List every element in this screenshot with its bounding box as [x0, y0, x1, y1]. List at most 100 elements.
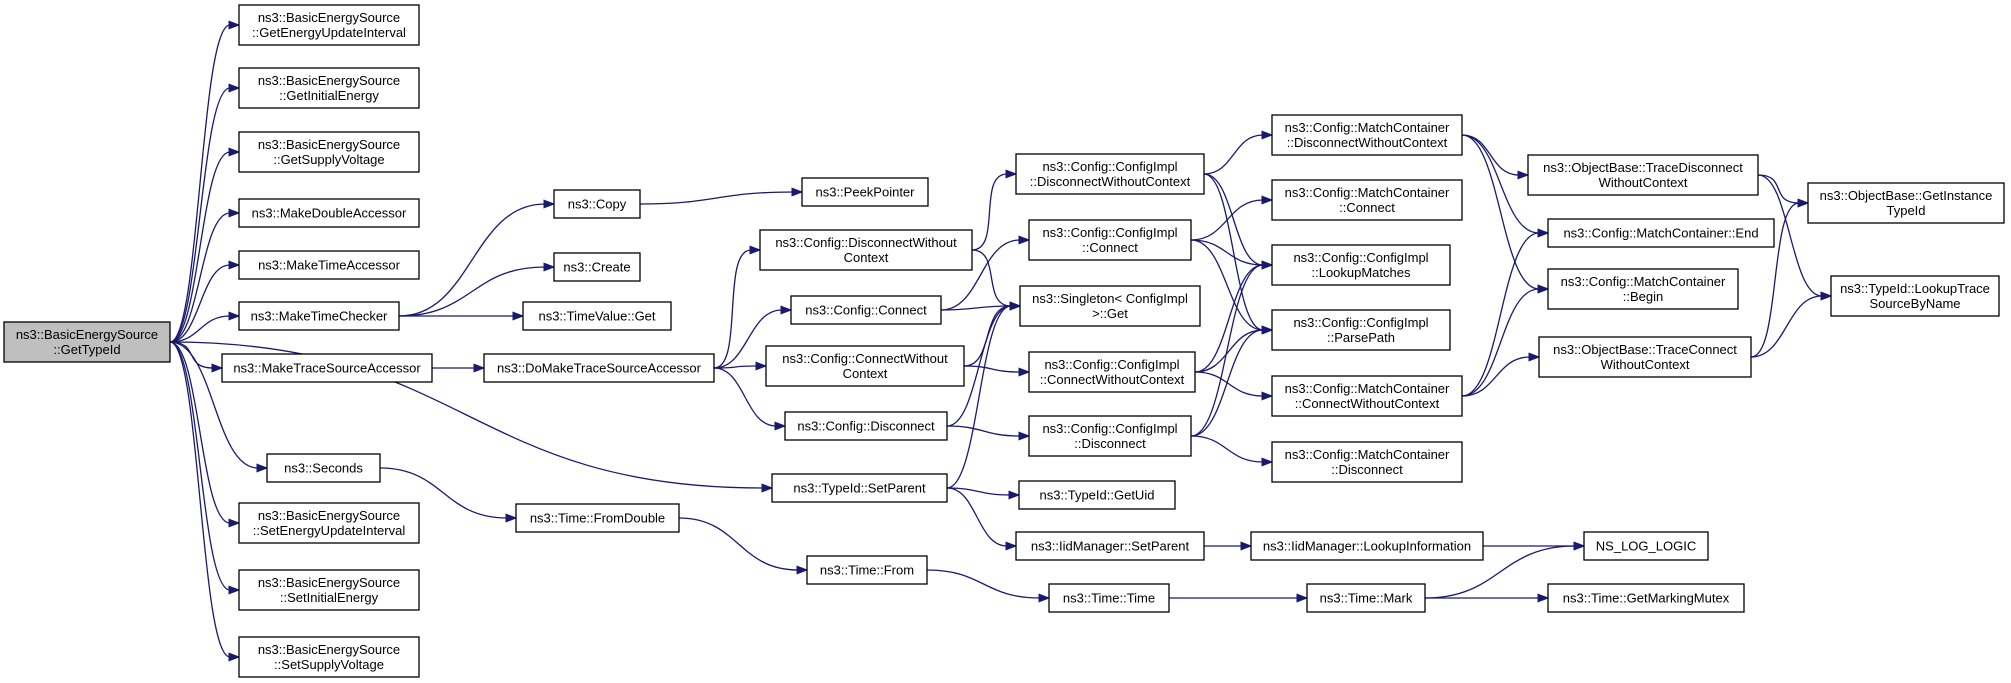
- node-time-get-marking-mutex[interactable]: ns3::Time::GetMarkingMutex: [1547, 583, 1745, 613]
- edge-ob-trace-disconnect-wc-to-type-id-lookup-trace: [1757, 174, 1823, 297]
- node-label-line: ::DisconnectWithoutContext: [1287, 135, 1448, 150]
- node-seconds[interactable]: ns3::Seconds: [266, 453, 381, 483]
- arrowhead-icon: [1537, 228, 1550, 238]
- node-time-mark[interactable]: ns3::Time::Mark: [1306, 583, 1426, 613]
- node-label-line: ns3::Seconds: [284, 461, 363, 476]
- node-label-line: ::SetEnergyUpdateInterval: [253, 523, 406, 538]
- node-time-time[interactable]: ns3::Time::Time: [1048, 583, 1170, 613]
- node-label-line: ns3::Config::ConfigImpl: [1042, 225, 1177, 240]
- node-box: [1538, 336, 1752, 378]
- node-get-energy-upd-int[interactable]: ns3::BasicEnergySource::GetEnergyUpdateI…: [238, 4, 420, 46]
- node-create[interactable]: ns3::Create: [553, 252, 641, 282]
- node-mc-connect-wc[interactable]: ns3::Config::MatchContainer::ConnectWith…: [1271, 375, 1463, 417]
- node-label-line: ::Disconnect: [1074, 436, 1146, 451]
- node-make-double-accessor[interactable]: ns3::MakeDoubleAccessor: [238, 198, 420, 228]
- arrowhead-icon: [211, 363, 224, 373]
- node-label-line: Context: [844, 250, 889, 265]
- node-label-line: ns3::Singleton< ConfigImpl: [1032, 291, 1188, 306]
- arrowhead-icon: [512, 311, 525, 321]
- node-make-trace-src-acc[interactable]: ns3::MakeTraceSourceAccessor: [221, 353, 433, 383]
- node-label-line: ::SetSupplyVoltage: [274, 657, 384, 672]
- node-box: [1271, 441, 1463, 483]
- edge-get-type-id-to-set-initial-energy: [169, 341, 231, 591]
- node-label-line: ns3::Time::Time: [1063, 591, 1155, 606]
- node-label-line: ::Disconnect: [1331, 462, 1403, 477]
- node-set-energy-upd-int[interactable]: ns3::BasicEnergySource::SetEnergyUpdateI…: [238, 502, 420, 544]
- node-box: [1830, 275, 2000, 317]
- node-ob-trace-disconnect-wc[interactable]: ns3::ObjectBase::TraceDisconnectWithoutC…: [1527, 154, 1759, 196]
- node-ob-trace-connect-wc[interactable]: ns3::ObjectBase::TraceConnectWithoutCont…: [1538, 336, 1752, 378]
- node-box: [1019, 285, 1201, 327]
- node-label-line: ns3::Time::GetMarkingMutex: [1563, 591, 1730, 606]
- node-time-from-double[interactable]: ns3::Time::FromDouble: [515, 503, 680, 533]
- arrowhead-icon: [543, 262, 556, 272]
- node-label-line: ns3::BasicEnergySource: [258, 508, 400, 523]
- node-make-time-checker[interactable]: ns3::MakeTimeChecker: [238, 301, 400, 331]
- node-mc-disconnect-wc[interactable]: ns3::Config::MatchContainer::DisconnectW…: [1271, 114, 1463, 156]
- edge-get-type-id-to-make-double-accessor: [169, 212, 231, 343]
- edge-cfg-disconnect-wc-to-impl-disconnect-wc: [971, 173, 1008, 251]
- node-get-supply-voltage[interactable]: ns3::BasicEnergySource::GetSupplyVoltage: [238, 131, 420, 173]
- edge-ob-trace-connect-wc-to-type-id-lookup-trace: [1750, 295, 1823, 358]
- node-iid-lookup-info[interactable]: ns3::IidManager::LookupInformation: [1250, 531, 1484, 561]
- node-cfg-connect-wc[interactable]: ns3::Config::ConnectWithoutContext: [765, 345, 965, 387]
- node-get-type-id[interactable]: ns3::BasicEnergySource::GetTypeId: [3, 321, 171, 363]
- node-label-line: ns3::ObjectBase::TraceDisconnect: [1543, 160, 1743, 175]
- node-mc-begin[interactable]: ns3::Config::MatchContainer::Begin: [1547, 268, 1739, 310]
- node-type-id-set-parent[interactable]: ns3::TypeId::SetParent: [771, 473, 948, 503]
- node-impl-parse-path[interactable]: ns3::Config::ConfigImpl::ParsePath: [1271, 309, 1451, 351]
- edge-get-type-id-to-set-supply-voltage: [169, 341, 231, 658]
- arrowhead-icon: [1008, 490, 1021, 500]
- node-impl-connect[interactable]: ns3::Config::ConfigImpl::Connect: [1028, 219, 1192, 261]
- node-box: [1015, 153, 1205, 195]
- node-box: [759, 229, 973, 271]
- node-ns-log-logic[interactable]: NS_LOG_LOGIC: [1583, 531, 1709, 561]
- node-box: [1271, 375, 1463, 417]
- node-impl-disconnect-wc[interactable]: ns3::Config::ConfigImpl::DisconnectWitho…: [1015, 153, 1205, 195]
- edge-impl-disconnect-wc-to-impl-parse-path: [1203, 173, 1264, 331]
- node-box: [1028, 415, 1192, 457]
- node-mc-connect[interactable]: ns3::Config::MatchContainer::Connect: [1271, 179, 1463, 221]
- arrowhead-icon: [256, 463, 269, 473]
- node-label-line: ::GetInitialEnergy: [279, 88, 379, 103]
- node-impl-lookup-matches[interactable]: ns3::Config::ConfigImpl::LookupMatches: [1271, 244, 1451, 286]
- node-time-value-get[interactable]: ns3::TimeValue::Get: [522, 301, 672, 331]
- node-time-from[interactable]: ns3::Time::From: [806, 555, 928, 585]
- node-label-line: ns3::MakeTraceSourceAccessor: [233, 361, 421, 376]
- node-get-initial-energy[interactable]: ns3::BasicEnergySource::GetInitialEnergy: [238, 67, 420, 109]
- node-type-id-get-uid[interactable]: ns3::TypeId::GetUid: [1018, 480, 1176, 510]
- node-label-line: ns3::Config::ConfigImpl: [1042, 421, 1177, 436]
- node-iid-set-parent[interactable]: ns3::IidManager::SetParent: [1015, 531, 1205, 561]
- node-label-line: >::Get: [1092, 306, 1128, 321]
- node-cfg-disconnect[interactable]: ns3::Config::Disconnect: [784, 411, 948, 441]
- node-mc-disconnect[interactable]: ns3::Config::MatchContainer::Disconnect: [1271, 441, 1463, 483]
- node-do-make-trace-src-acc[interactable]: ns3::DoMakeTraceSourceAccessor: [483, 353, 715, 383]
- edge-get-type-id-to-type-id-set-parent: [169, 341, 764, 489]
- arrowhead-icon: [228, 20, 241, 30]
- node-cfg-disconnect-wc[interactable]: ns3::Config::DisconnectWithoutContext: [759, 229, 973, 271]
- node-set-initial-energy[interactable]: ns3::BasicEnergySource::SetInitialEnergy: [238, 569, 420, 611]
- node-impl-connect-wc[interactable]: ns3::Config::ConfigImpl::ConnectWithoutC…: [1028, 351, 1196, 393]
- edge-impl-connect-wc-to-impl-parse-path: [1194, 329, 1264, 373]
- arrowhead-icon: [755, 361, 768, 371]
- node-singleton-get[interactable]: ns3::Singleton< ConfigImpl>::Get: [1019, 285, 1201, 327]
- node-set-supply-voltage[interactable]: ns3::BasicEnergySource::SetSupplyVoltage: [238, 636, 420, 678]
- arrowhead-icon: [1296, 593, 1309, 603]
- node-box: [1527, 154, 1759, 196]
- node-copy[interactable]: ns3::Copy: [553, 189, 641, 219]
- node-box: [784, 411, 948, 441]
- node-label-line: ::GetSupplyVoltage: [273, 152, 384, 167]
- node-impl-disconnect[interactable]: ns3::Config::ConfigImpl::Disconnect: [1028, 415, 1192, 457]
- edge-type-id-set-parent-to-iid-set-parent: [946, 487, 1008, 547]
- node-label-line: Context: [843, 366, 888, 381]
- edge-impl-connect-to-impl-lookup-matches: [1190, 239, 1264, 266]
- node-make-time-accessor[interactable]: ns3::MakeTimeAccessor: [238, 250, 420, 280]
- node-mc-end[interactable]: ns3::Config::MatchContainer::End: [1547, 218, 1775, 248]
- node-box: [1028, 219, 1192, 261]
- arrowhead-icon: [1038, 593, 1051, 603]
- node-peek-pointer[interactable]: ns3::PeekPointer: [801, 177, 929, 207]
- node-cfg-connect[interactable]: ns3::Config::Connect: [790, 295, 942, 325]
